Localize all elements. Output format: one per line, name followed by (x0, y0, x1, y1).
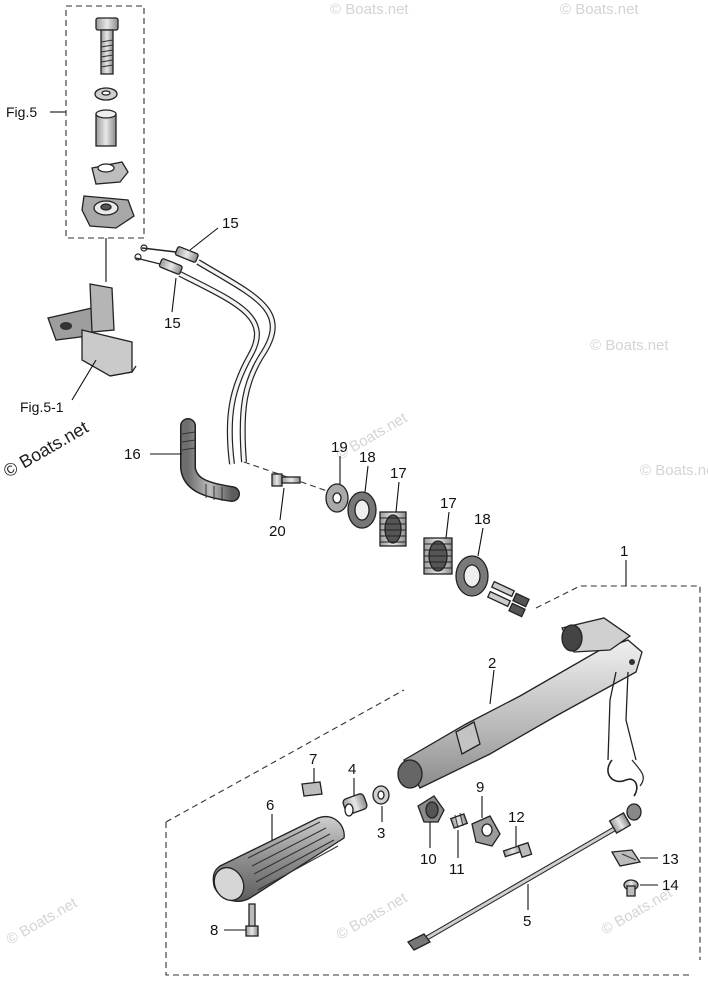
gear-17b (423, 537, 453, 575)
gear-17a (379, 511, 407, 547)
callout-9: 9 (476, 779, 484, 796)
clip-13 (610, 849, 642, 867)
leader-17a (395, 481, 400, 513)
spring-11 (449, 812, 469, 829)
leader-18a (364, 465, 369, 493)
assembly-1-outline (535, 585, 701, 960)
watermark-top-right: © Boats.net (560, 1, 639, 18)
leader-2 (489, 669, 495, 705)
callout-16: 16 (124, 446, 141, 463)
fig5-collar (95, 109, 117, 147)
fig5-1-label: Fig.5-1 (20, 399, 64, 415)
friction-plate-9 (471, 815, 501, 847)
fig5-box (65, 5, 145, 239)
plate-19 (325, 483, 349, 513)
throttle-cables (134, 244, 276, 465)
watermark-right: © Boats.net (590, 337, 669, 354)
callout-2: 2 (488, 655, 496, 672)
watermark-main: © Boats.net (0, 417, 92, 481)
callout-12: 12 (508, 809, 525, 826)
callout-8: 8 (210, 922, 218, 939)
callout-7: 7 (309, 751, 317, 768)
watermark-right-mid: © Boats.net (640, 462, 708, 479)
callout-17-left: 17 (390, 465, 407, 482)
callout-19: 19 (331, 439, 348, 456)
fig5-bolt (95, 17, 119, 75)
callout-13: 13 (662, 851, 679, 868)
callout-18-left: 18 (359, 449, 376, 466)
callout-15-lower: 15 (164, 315, 181, 332)
fig5-label: Fig.5 (6, 104, 37, 120)
bushing-18b (455, 555, 489, 597)
callout-1: 1 (620, 543, 628, 560)
screw-14 (623, 879, 639, 897)
callout-5: 5 (523, 913, 531, 930)
bolt-12 (502, 841, 533, 859)
callout-4: 4 (348, 761, 356, 778)
throttle-rod-5 (407, 803, 642, 951)
watermark-top: © Boats.net (330, 1, 409, 18)
bushing-18a (347, 491, 377, 529)
washer-3 (372, 785, 390, 805)
callout-14: 14 (662, 877, 679, 894)
screw-8 (245, 903, 259, 937)
callout-18-right: 18 (474, 511, 491, 528)
sleeve-4 (342, 793, 368, 817)
callout-labels: 1 2 3 4 5 6 7 8 9 10 11 12 13 14 15 15 1… (124, 215, 679, 939)
leader-20 (279, 487, 285, 521)
fig5-bracket-lower (81, 195, 135, 229)
fig5-1-bracket (47, 283, 137, 377)
callout-11: 11 (449, 861, 465, 878)
tiller-arm (397, 617, 643, 789)
callout-17-right: 17 (440, 495, 457, 512)
leader-15b (171, 277, 177, 313)
assembly-1-outline-lower (165, 822, 690, 976)
leader-17b (445, 511, 450, 539)
throttle-grip (212, 815, 345, 902)
fig5-bracket-upper (91, 161, 129, 185)
callout-10: 10 (420, 851, 437, 868)
callout-15-upper: 15 (222, 215, 239, 232)
fig5-washer (94, 87, 118, 101)
fig5-1-leader (71, 359, 97, 401)
callout-20: 20 (269, 523, 286, 540)
bolt-20 (271, 473, 301, 487)
watermark-bottom-left: © Boats.net (4, 894, 81, 948)
friction-knob-10 (417, 795, 445, 823)
arm-cable-loop (607, 759, 644, 797)
watermark-bottom-center: © Boats.net (334, 889, 411, 943)
cable-end-fittings (486, 580, 530, 618)
leader-15a (189, 227, 219, 251)
leader-18b (477, 527, 484, 557)
callout-3: 3 (377, 825, 385, 842)
grommet-hose (180, 418, 240, 502)
assembly-1-outline-diagonal (165, 689, 405, 823)
callout-6: 6 (266, 797, 274, 814)
plate-7 (301, 781, 323, 797)
